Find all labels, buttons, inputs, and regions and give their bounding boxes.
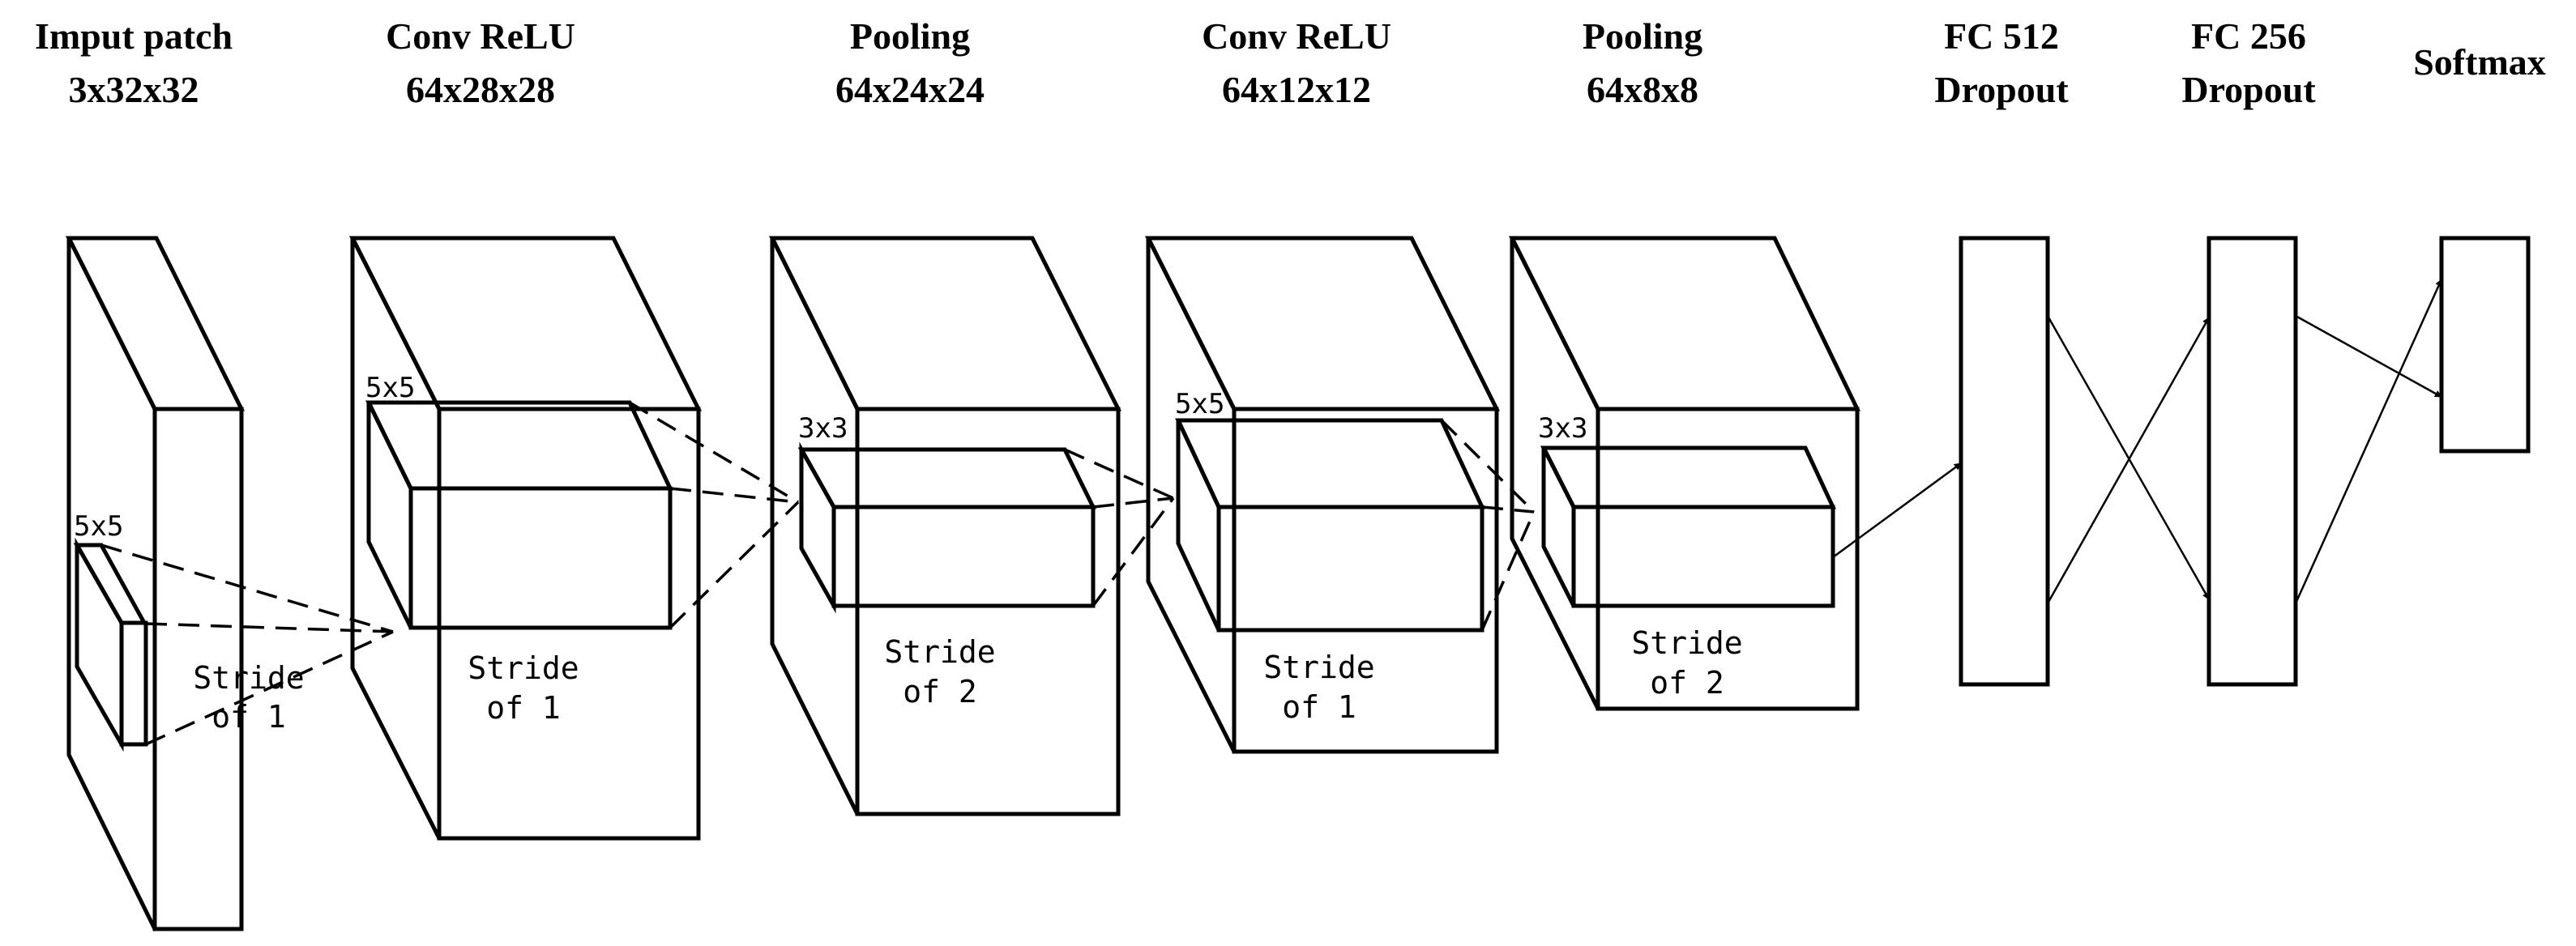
svg-text:of 1: of 1 [486,690,561,726]
fc256-layer [2206,236,2298,687]
receptive-field-lines [100,401,1536,746]
svg-text:Stride: Stride [1631,625,1742,661]
stride-label: Stride of 1 [193,660,304,735]
stride-label: Stride of 1 [468,650,579,726]
layer-header-pool2: Pooling 64x8x8 [1583,15,1702,110]
layer-dims: 3x32x32 [69,69,199,110]
pool1-kernel-box [797,441,1097,614]
kernel-size-label: 3x3 [798,412,848,445]
layer-dims: Dropout [1934,69,2069,110]
svg-text:of 2: of 2 [1650,665,1724,701]
layer-title: Pooling [1583,15,1702,57]
svg-text:of 2: of 2 [903,674,977,710]
stride-label: Stride of 2 [884,634,995,710]
conv1-kernel-box [365,400,673,630]
layer-title: Softmax [2413,41,2546,83]
layer-title: Conv ReLU [1202,15,1391,57]
input-kernel-box [73,537,148,752]
layer-title: FC 512 [1944,15,2059,57]
layer-header-conv1: Conv ReLU 64x28x28 [386,15,575,110]
layer-header-softmax: Softmax [2413,41,2546,83]
conv2-kernel-box [1175,418,1485,633]
layer-title: Pooling [850,15,970,57]
svg-text:Stride: Stride [1263,650,1374,685]
layer-header-pool1: Pooling 64x24x24 [835,15,985,110]
layer-title: FC 256 [2191,15,2306,57]
kernel-size-label: 5x5 [365,372,415,404]
svg-text:Stride: Stride [468,650,579,686]
svg-text:of 1: of 1 [1282,689,1356,725]
layer-header-conv2: Conv ReLU 64x12x12 [1202,15,1391,110]
stride-label: Stride of 2 [1631,625,1742,701]
layer-header-fc512: FC 512 Dropout [1934,15,2069,110]
layer-dims: 64x28x28 [406,69,555,110]
layer-dims: 64x24x24 [835,69,985,110]
layer-header-input: Imput patch 3x32x32 [35,15,233,110]
svg-text:Stride: Stride [193,660,304,696]
kernel-size-label: 3x3 [1538,412,1587,445]
pool1-volume [768,236,1122,816]
layer-dims: Dropout [2181,69,2316,110]
input-volume [65,236,246,931]
svg-text:of 1: of 1 [211,699,286,735]
stride-label: Stride of 1 [1263,650,1374,725]
fc-connections [1832,279,2443,604]
layer-dims: 64x8x8 [1587,69,1698,110]
kernel-size-label: 5x5 [1175,388,1224,420]
kernel-size-label: 5x5 [74,510,123,543]
conv2-volume [1144,236,1501,754]
pool2-volume [1508,236,1860,711]
layer-title: Imput patch [35,15,233,57]
svg-text:Stride: Stride [884,634,995,670]
layer-dims: 64x12x12 [1222,69,1371,110]
layer-title: Conv ReLU [386,15,575,57]
layer-header-fc256: FC 256 Dropout [2181,15,2316,110]
softmax-layer [2439,236,2531,454]
conv1-volume [348,236,703,841]
fc512-layer [1959,236,2050,687]
pool2-kernel-box [1540,445,1836,608]
